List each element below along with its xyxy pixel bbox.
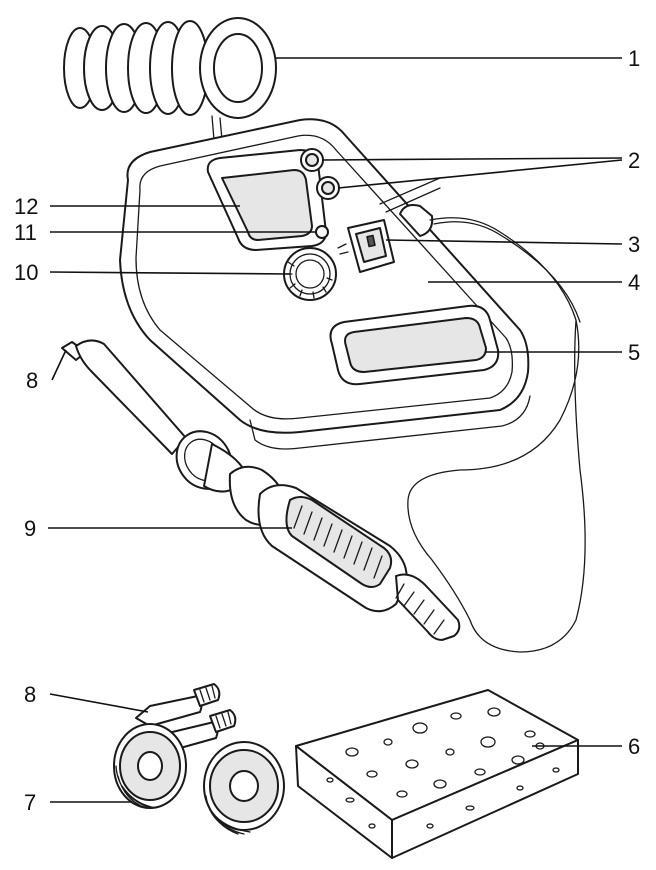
iron-holder-coil: [63, 17, 277, 141]
control-buttons: [300, 148, 340, 200]
callout-1: 1: [628, 46, 640, 71]
solder-wire-reels: [113, 723, 285, 835]
callout-6: 6: [628, 734, 640, 759]
sponge-tray: [329, 304, 500, 386]
soldering-iron: [61, 339, 461, 641]
callout-2: 2: [628, 148, 640, 173]
cleaning-sponge: [295, 689, 579, 859]
status-led: [315, 225, 329, 239]
callout-numbers: 1 2 3 4 5 6 7 8 8 9 10 11 12: [14, 46, 640, 815]
power-switch: [347, 219, 395, 273]
iron-cable: [407, 217, 586, 653]
callout-3: 3: [628, 232, 640, 257]
callout-11: 11: [14, 220, 37, 245]
callout-4: 4: [628, 270, 640, 295]
callout-9: 9: [24, 516, 36, 541]
callout-12: 12: [14, 194, 38, 219]
callout-7: 7: [24, 790, 36, 815]
temperature-knob: [283, 243, 349, 301]
callout-8-tips: 8: [24, 682, 36, 707]
lcd-display: [206, 149, 327, 251]
callout-10: 10: [14, 260, 38, 285]
callout-8-iron-tip: 8: [26, 368, 38, 393]
leader-lines: [48, 57, 623, 803]
callout-5: 5: [628, 340, 640, 365]
